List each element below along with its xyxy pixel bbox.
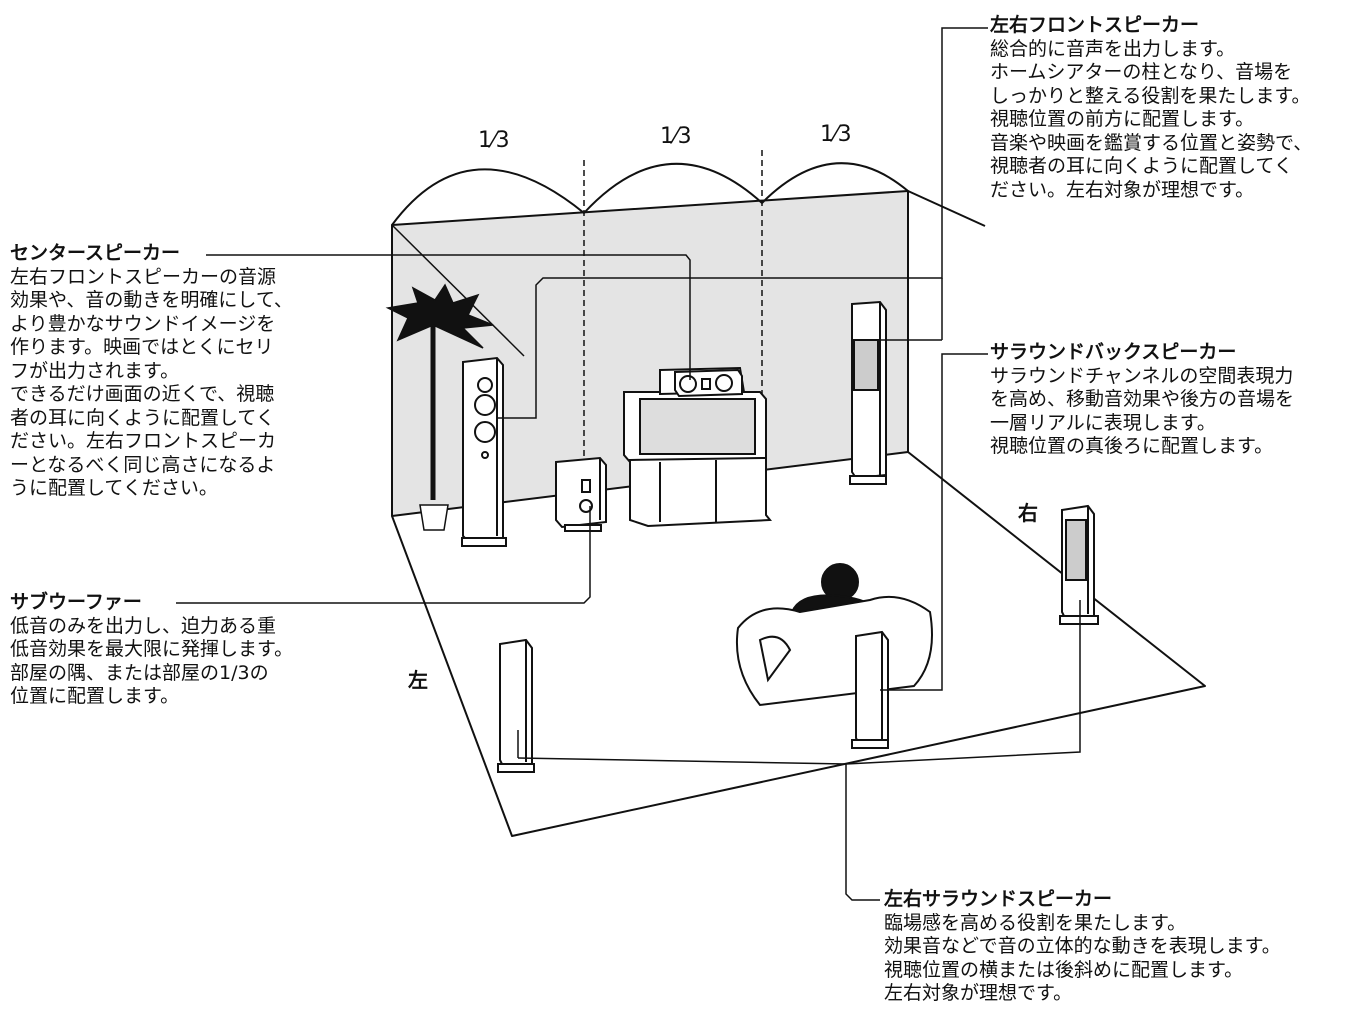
left-front-speaker: [461, 356, 507, 547]
center-line-5: フが出力されます。: [10, 359, 180, 382]
surround-back-speaker: [851, 630, 889, 749]
center-speaker: [674, 368, 743, 398]
plant: [385, 283, 494, 531]
third-label-3: 1⁄3: [820, 122, 852, 147]
front-speaker-callout: 左右フロントスピーカー 総合的に音声を出力します。 ホームシアターの柱となり、音…: [990, 14, 1312, 202]
front-line-5: 音楽や映画を鑑賞する位置と姿勢で、: [990, 131, 1313, 154]
surround-back-line-3: 一層リアルに表現します。: [990, 411, 1216, 434]
leader-surround: [845, 600, 1081, 901]
right-side-label: 右: [1018, 501, 1038, 525]
front-line-6: 視聴者の耳に向くように配置してく: [990, 155, 1293, 177]
center-speaker-callout: センタースピーカー 左右フロントスピーカーの音源 効果や、音の動きを明確にして、…: [10, 242, 293, 501]
surround-line-4: 左右対象が理想です。: [884, 982, 1073, 1004]
leader-subwoofer: [176, 506, 591, 604]
center-line-6: できるだけ画面の近くで、視聴: [10, 383, 275, 405]
leader-center: [206, 254, 691, 380]
surround-back-line-4: 視聴位置の真後ろに配置します。: [990, 435, 1274, 457]
center-line-1: 左右フロントスピーカーの音源: [10, 265, 277, 288]
subwoofer-line-4: 位置に配置します。: [10, 685, 180, 707]
subwoofer-line-2: 低音効果を最大限に発揮します。: [10, 638, 294, 660]
surround-line-2: 効果音などで音の立体的な動きを表現します。: [884, 935, 1281, 957]
surround-back-title: サラウンドバックスピーカー: [990, 341, 1237, 363]
surround-callout: 左右サラウンドスピーカー 臨場感を高める役割を果たします。 効果音などで音の立体…: [884, 888, 1281, 1006]
subwoofer: [555, 456, 607, 532]
subwoofer-line-3: 部屋の隅、または部屋の1/3の: [10, 661, 269, 684]
center-line-3: より豊かなサウンドイメージを: [10, 312, 276, 335]
surround-title: 左右サラウンドスピーカー: [884, 888, 1113, 910]
surround-back-line-2: を高め、移動音効果や後方の音場を: [990, 388, 1295, 410]
center-line-9: ーとなるべく同じ高さになるよ: [10, 453, 276, 476]
center-line-2: 効果や、音の動きを明確にして、: [10, 289, 293, 311]
front-line-4: 視聴位置の前方に配置します。: [990, 108, 1255, 130]
subwoofer-callout: サブウーファー 低音のみを出力し、迫力ある重 低音効果を最大限に発揮します。 部…: [10, 591, 293, 709]
center-line-8: ださい。左右フロントスピーカ: [10, 430, 277, 452]
front-speaker-title: 左右フロントスピーカー: [990, 14, 1200, 36]
third-label-1: 1⁄3: [478, 128, 510, 153]
center-line-4: 作ります。映画ではとくにセリ: [10, 336, 274, 358]
leader-surround-back: [880, 353, 988, 691]
subwoofer-line-1: 低音のみを出力し、迫力ある重: [10, 614, 277, 637]
surround-back-callout: サラウンドバックスピーカー サラウンドチャンネルの空間表現力 を高め、移動音効果…: [990, 341, 1294, 459]
center-speaker-title: センタースピーカー: [10, 242, 181, 264]
center-line-10: うに配置してください。: [10, 477, 218, 499]
surround-line-3: 視聴位置の横または後斜めに配置します。: [884, 958, 1244, 981]
subwoofer-title: サブウーファー: [10, 591, 142, 613]
center-line-7: 者の耳に向くように配置してく: [10, 406, 275, 429]
floor-outline: [391, 451, 1206, 837]
third-arcs: [391, 162, 909, 226]
right-surround-speaker: [1059, 504, 1099, 625]
front-line-2: ホームシアターの柱となり、音場を: [990, 61, 1293, 83]
surround-back-line-1: サラウンドチャンネルの空間表現力: [990, 364, 1294, 387]
surround-line-1: 臨場感を高める役割を果たします。: [884, 911, 1187, 934]
leader-front: [497, 27, 988, 419]
left-side-label: 左: [408, 668, 428, 692]
third-label-2: 1⁄3: [660, 124, 692, 149]
sofa-and-listener: [735, 563, 933, 707]
front-line-7: ださい。左右対象が理想です。: [990, 178, 1255, 201]
front-line-3: しっかりと整える役割を果たします。: [990, 84, 1311, 107]
left-surround-speaker: [497, 638, 535, 773]
front-line-1: 総合的に音声を出力します。: [990, 37, 1236, 60]
right-front-speaker: [849, 300, 887, 485]
